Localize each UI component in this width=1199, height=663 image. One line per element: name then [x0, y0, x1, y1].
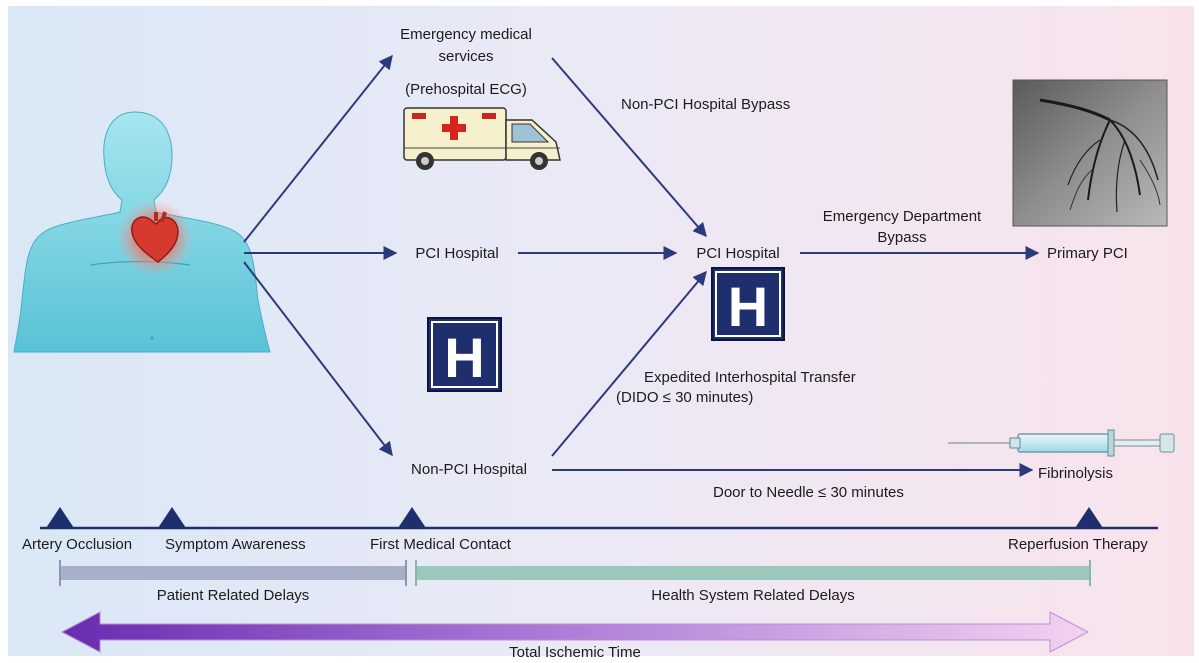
milestone-marker-artery-occlusion [46, 507, 74, 528]
system-delay-bar [415, 560, 1091, 586]
milestone-marker-first-medical-contact [398, 507, 426, 528]
hospital-sign-letter: H [728, 275, 768, 338]
hospital-sign-icon-left: H [427, 317, 502, 392]
non-pci-hospital-label: Non-PCI Hospital [411, 461, 527, 478]
syringe-icon [948, 429, 1175, 457]
flow-arrows [243, 54, 1040, 477]
arrow-patient-to-non-pci [243, 261, 393, 457]
patient-delays-label: Patient Related Delays [156, 587, 310, 604]
ed-bypass-label: Emergency Department Bypass [822, 208, 982, 246]
timeline [40, 507, 1158, 530]
patient-delay-bar [59, 560, 407, 586]
heart-icon [131, 211, 179, 263]
ems-title: Emergency medical services [400, 26, 532, 65]
milestone-label-symptom-awareness: Symptom Awareness [165, 536, 306, 553]
milestone-label-first-medical-contact: First Medical Contact [370, 536, 511, 553]
total-ischemic-time-label: Total Ischemic Time [509, 644, 641, 661]
fibrinolysis-label: Fibrinolysis [1038, 465, 1114, 482]
hospital-sign-letter: H [444, 326, 484, 389]
milestone-label-reperfusion-therapy: Reperfusion Therapy [1008, 536, 1148, 553]
door-to-needle-label: Door to Needle ≤ 30 minutes [713, 484, 904, 501]
total-ischemic-time-arrow [60, 611, 1090, 653]
ambulance-icon [403, 107, 561, 170]
pci-hospital-direct-label: PCI Hospital [415, 245, 499, 262]
milestone-marker-symptom-awareness [158, 507, 186, 528]
prehospital-ecg-label: (Prehospital ECG) [405, 81, 527, 98]
hospital-sign-icon-right: H [711, 267, 785, 341]
dido-label: (DIDO ≤ 30 minutes) [616, 389, 754, 406]
arrow-patient-to-ems [243, 54, 393, 243]
non-pci-bypass-label: Non-PCI Hospital Bypass [621, 96, 791, 113]
milestone-marker-reperfusion-therapy [1075, 507, 1103, 528]
angiogram-image [1012, 79, 1168, 227]
primary-pci-label: Primary PCI [1047, 245, 1128, 262]
arrow-non-pci-to-pci [551, 270, 707, 457]
milestone-label-artery-occlusion: Artery Occlusion [22, 536, 133, 553]
system-delays-label: Health System Related Delays [651, 587, 855, 604]
interhospital-transfer-label: Expedited Interhospital Transfer [644, 369, 856, 386]
pci-hospital-target-label: PCI Hospital [696, 245, 780, 262]
arrow-ems-to-pci [551, 57, 707, 238]
